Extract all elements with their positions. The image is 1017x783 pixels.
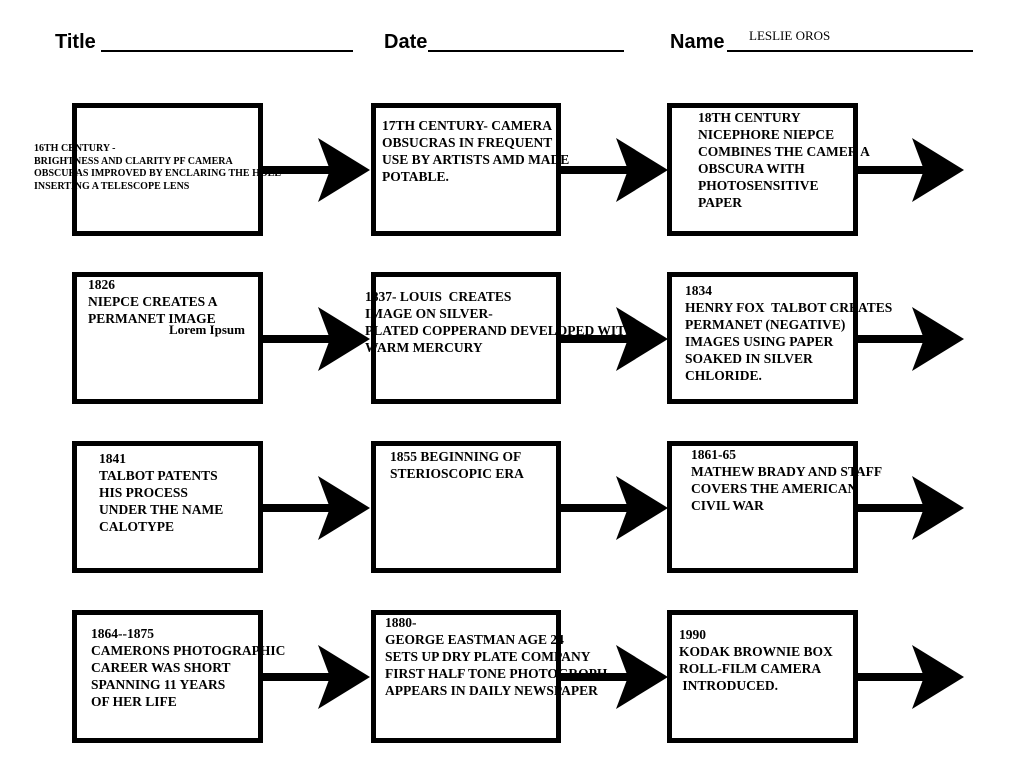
timeline-box: [667, 610, 858, 743]
timeline-box: [667, 441, 858, 573]
arrow-icon: [560, 138, 668, 202]
box-text-17th-century: 17TH CENTURY- CAMERA OBSUCRAS IN FREQUEN…: [382, 118, 570, 184]
arrow-icon: [856, 645, 964, 709]
placeholder-text: Lorem Ipsum: [169, 322, 245, 337]
timeline-box: [72, 610, 263, 743]
name-input-line[interactable]: [727, 50, 973, 52]
timeline-box: [72, 441, 263, 573]
title-input-line[interactable]: [101, 50, 353, 52]
box-text-1864-1875: 1864--1875 CAMERONS PHOTOGRAPHIC CAREER …: [91, 626, 286, 709]
timeline-box: [371, 441, 561, 573]
timeline-box: [667, 272, 858, 404]
box-text-1855: 1855 BEGINNING OF STERIOSCOPIC ERA: [390, 449, 524, 481]
box-text-16th-century: 16TH CENTURY - BRIGHTNESS AND CLARITY PF…: [34, 143, 281, 192]
box-text-1880: 1880- GEORGE EASTMAN AGE 24 SETS UP DRY …: [385, 615, 608, 698]
box-text-1834: 1834 HENRY FOX TALBOT CREATES PERMANET (…: [685, 283, 893, 383]
arrow-icon: [856, 138, 964, 202]
arrow-icon: [560, 476, 668, 540]
timeline-box: [72, 103, 263, 236]
arrow-icon: [262, 476, 370, 540]
box-text-1826: 1826 NIEPCE CREATES A PERMANET IMAGE: [88, 277, 218, 326]
timeline-box: [371, 103, 561, 236]
timeline-box: [371, 272, 561, 404]
name-label: Name: [670, 31, 725, 53]
box-text-1837: 1837- LOUIS CREATES IMAGE ON SILVER- PLA…: [365, 289, 636, 355]
box-text-1861-65: 1861-65 MATHEW BRADY AND STAFF COVERS TH…: [691, 447, 883, 513]
box-text-1841: 1841 TALBOT PATENTS HIS PROCESS UNDER TH…: [99, 451, 224, 534]
title-label: Title: [55, 31, 96, 53]
timeline-box: [72, 272, 263, 404]
arrow-icon: [262, 307, 370, 371]
timeline-box: [667, 103, 858, 236]
box-text-1990: 1990 KODAK BROWNIE BOX ROLL-FILM CAMERA …: [679, 627, 833, 693]
date-input-line[interactable]: [428, 50, 624, 52]
timeline-box: [371, 610, 561, 743]
name-value: LESLIE OROS: [749, 28, 831, 43]
box-text-18th-century: 18TH CENTURY NICEPHORE NIEPCE COMBINES T…: [698, 110, 870, 210]
date-label: Date: [384, 31, 428, 53]
